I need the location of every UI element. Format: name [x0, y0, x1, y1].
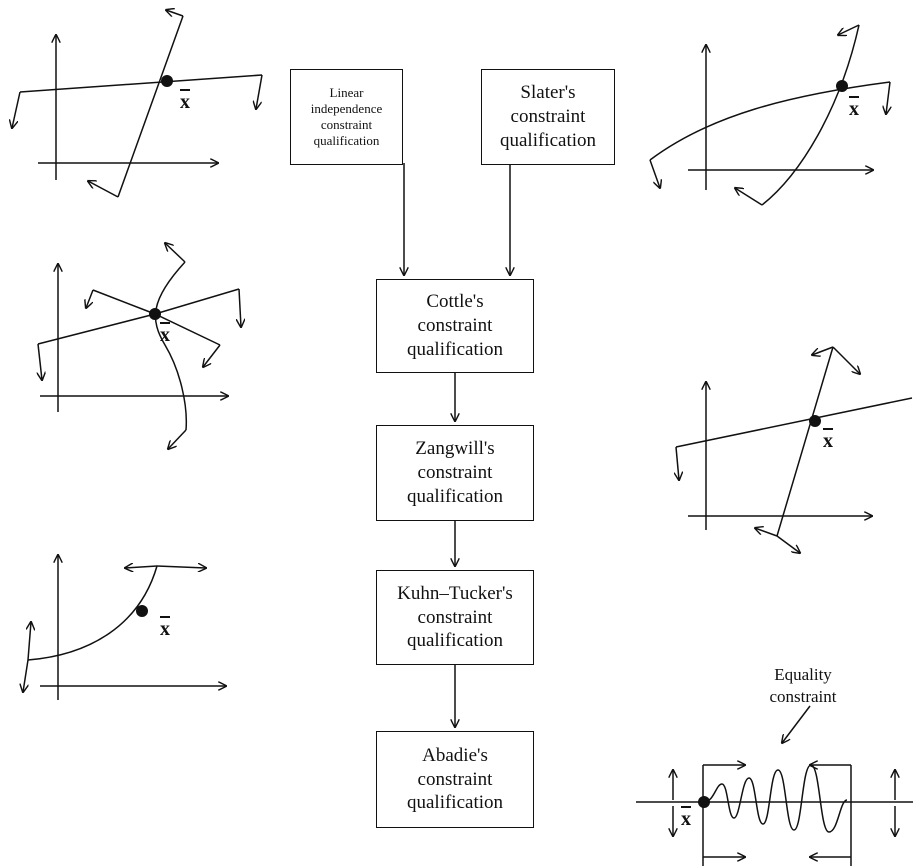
point-label-mid-right: x	[823, 430, 833, 452]
point-label-bottom-right: x	[681, 808, 691, 830]
zangwill-label: Zangwill's constraint qualification	[406, 438, 504, 507]
cottle-box: Cottle's constraint qualification	[376, 279, 534, 373]
point-label-top-right: x	[849, 98, 859, 120]
sketch-bottom-right	[636, 705, 913, 866]
abadie-box: Abadie's constraint qualification	[376, 731, 534, 828]
zangwill-box: Zangwill's constraint qualification	[376, 425, 534, 521]
sketch-top-left	[12, 10, 263, 198]
linear-independence-label: Linear independence constraint qualifica…	[310, 84, 383, 149]
slater-label: Slater's constraint qualification	[499, 82, 597, 151]
sketch-top-right	[649, 24, 890, 206]
abadie-label: Abadie's constraint qualification	[406, 744, 504, 814]
sketch-mid-right	[676, 346, 913, 553]
slater-box: Slater's constraint qualification	[481, 69, 615, 165]
cottle-label: Cottle's constraint qualification	[406, 291, 504, 360]
sketch-bottom-left	[23, 555, 226, 700]
point-label-bottom-left: x	[160, 618, 170, 640]
point-label-mid-left: x	[160, 324, 170, 346]
kuhn-tucker-label: Kuhn–Tucker's constraint qualification	[397, 582, 513, 652]
linear-independence-box: Linear independence constraint qualifica…	[290, 69, 403, 165]
kuhn-tucker-box: Kuhn–Tucker's constraint qualification	[376, 570, 534, 665]
point-label-top-left: x	[180, 91, 190, 113]
sketch-mid-left	[38, 243, 241, 449]
equality-constraint-label: Equality constraint	[769, 665, 837, 707]
